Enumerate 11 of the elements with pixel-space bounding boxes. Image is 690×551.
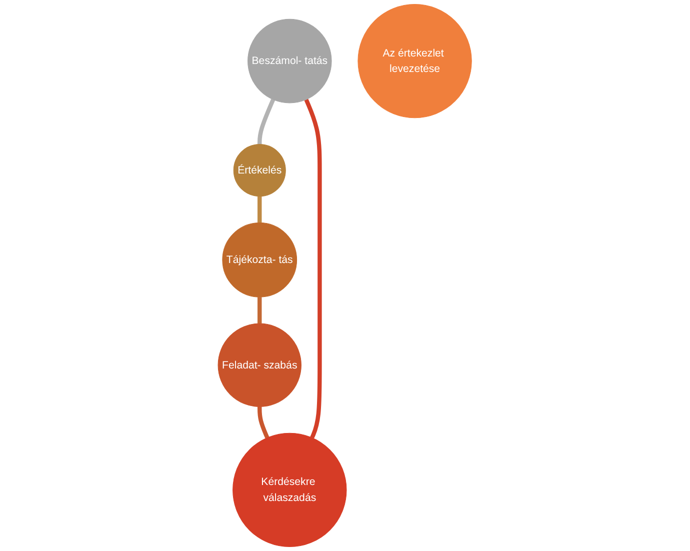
node-circle: Értékelés <box>234 144 286 197</box>
node-circle: Az értekezlet levezetése <box>358 4 472 118</box>
node-circle: Tájékozta- tás <box>222 222 298 298</box>
node-circle: Feladat- szabás <box>218 323 302 407</box>
node-circle: Beszámol- tatás <box>248 18 332 104</box>
connector <box>258 406 270 439</box>
node-circle: Kérdésekre válaszadás <box>232 432 347 548</box>
connector <box>258 98 276 144</box>
connector <box>258 297 262 324</box>
connector <box>258 196 262 223</box>
connector <box>304 98 322 439</box>
